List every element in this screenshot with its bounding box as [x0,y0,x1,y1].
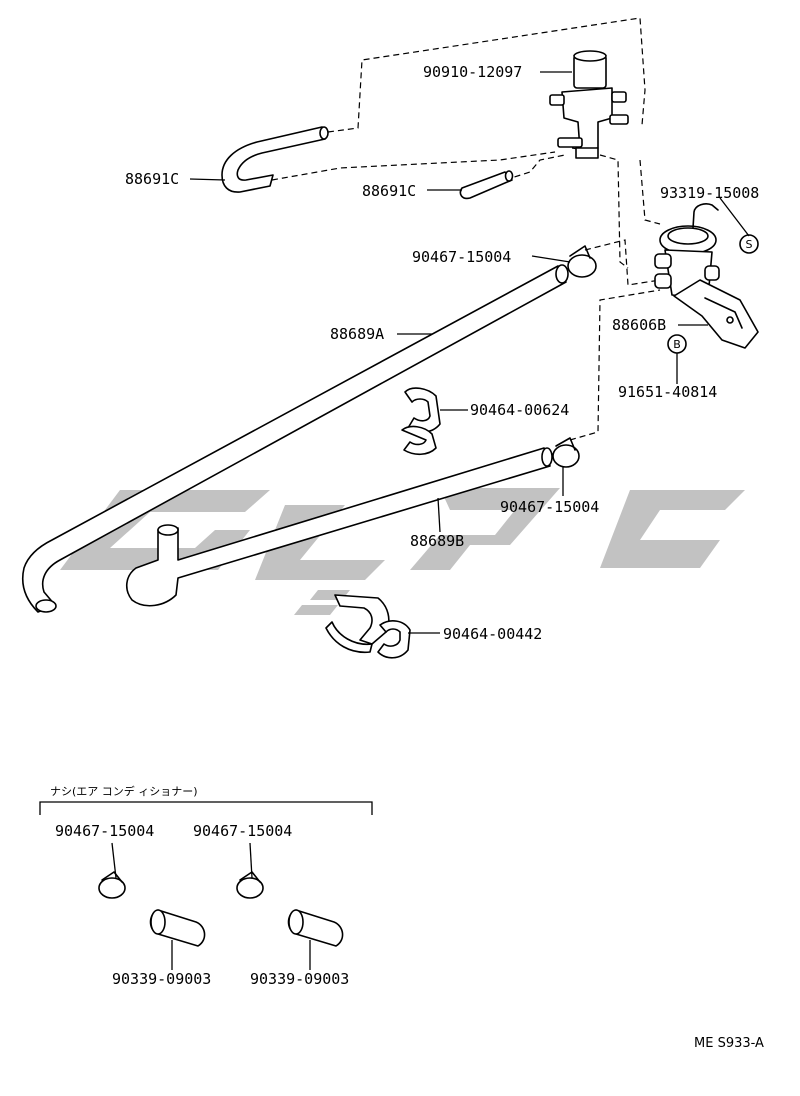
reference-code: ME S933-A [694,1036,764,1051]
plug-90339-09003-left [149,909,206,970]
label-90467-15004-d: 90467-15004 [193,822,292,840]
label-88689a: 88689A [330,325,384,343]
clip-90464-00624 [401,387,441,456]
label-90467-15004-c: 90467-15004 [55,822,154,840]
label-90464-00442: 90464-00442 [443,625,542,643]
hose-88689a [22,264,569,613]
clamp-90467-15004-lower [552,437,580,468]
label-90464-00624: 90464-00624 [470,401,569,419]
plug-90339-09003-right [287,909,344,970]
label-88691c-mid: 88691C [362,182,416,200]
vsv-valve-90910-12097 [549,50,629,159]
hose-88689b [126,447,553,607]
clip-90464-00442 [325,594,411,659]
label-90339-09003-a: 90339-09003 [112,970,211,988]
label-88689b: 88689B [410,532,464,550]
hose-88691c-top [221,126,329,193]
group-title: ナシ(エア コンデ ィショナー) [50,784,198,798]
marker-s-text: S [746,238,753,251]
label-90467-15004-b: 90467-15004 [500,498,599,516]
clamp-90467-15004-upper [567,245,597,278]
clamp-90467-15004-group-left [98,842,126,899]
label-88691c-top: 88691C [125,170,179,188]
label-93319-15008: 93319-15008 [660,184,759,202]
hose-88691c-mid [459,170,514,200]
marker-b-text: B [673,338,681,351]
part-labels: 90910-12097 88691C 88691C 93319-15008 90… [50,63,764,1051]
label-90339-09003-b: 90339-09003 [250,970,349,988]
label-90910-12097: 90910-12097 [423,63,522,81]
marker-s: S [739,234,759,254]
marker-b: B [667,334,687,354]
label-88606b: 88606B [612,316,666,334]
group-bracket [39,801,373,815]
leader-lines [189,71,750,634]
label-90467-15004-a: 90467-15004 [412,248,511,266]
air-valve-88606b [654,203,759,349]
clamp-90467-15004-group-right [236,842,264,899]
label-91651-40814: 91651-40814 [618,383,717,401]
